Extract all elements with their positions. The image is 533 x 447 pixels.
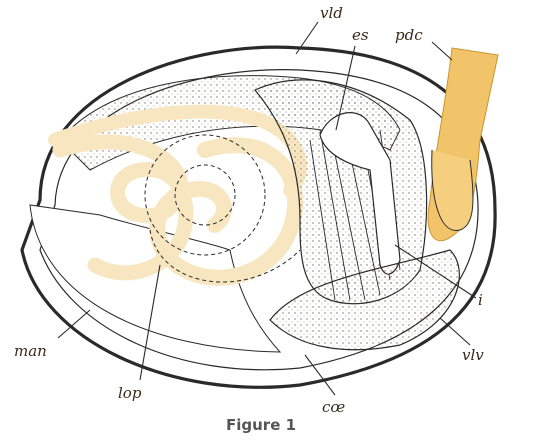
- figure-caption: Figure 1: [226, 416, 296, 434]
- label-man: man: [14, 342, 47, 360]
- label-vlv: vlv: [462, 346, 484, 364]
- ventral-valve-interior: [269, 249, 460, 351]
- label-i: i: [478, 291, 483, 309]
- label-coe: cœ: [322, 398, 345, 416]
- pedicle-inner-capsule: [431, 149, 474, 231]
- leader-lines: [57, 21, 477, 396]
- label-es: es: [352, 26, 369, 44]
- label-vld: vld: [320, 4, 343, 22]
- label-lop: lop: [118, 384, 142, 402]
- label-pdc: pdc: [395, 26, 423, 44]
